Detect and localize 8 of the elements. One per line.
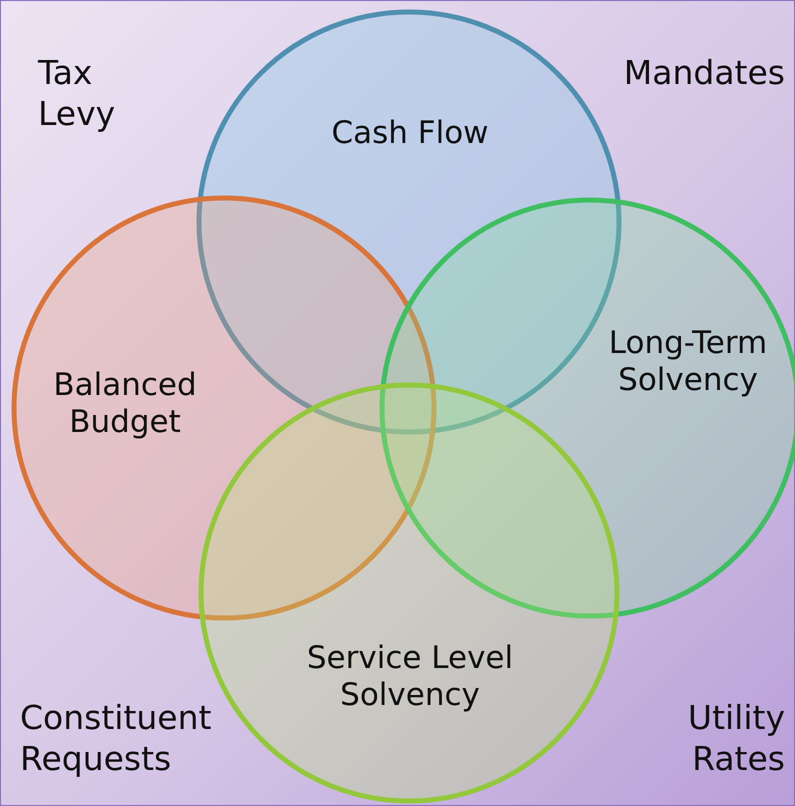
- corner-label: Utility Rates: [686, 697, 785, 780]
- corner-label: Constituent Requests: [20, 697, 212, 780]
- circle-label: Cash Flow: [330, 115, 490, 152]
- corner-label: Mandates: [622, 52, 785, 94]
- circle-label: Long-Term Solvency: [608, 325, 768, 400]
- circle-label: Balanced Budget: [52, 367, 198, 442]
- circle-label: Service Level Solvency: [306, 640, 514, 714]
- corner-label: Tax Levy: [38, 52, 116, 134]
